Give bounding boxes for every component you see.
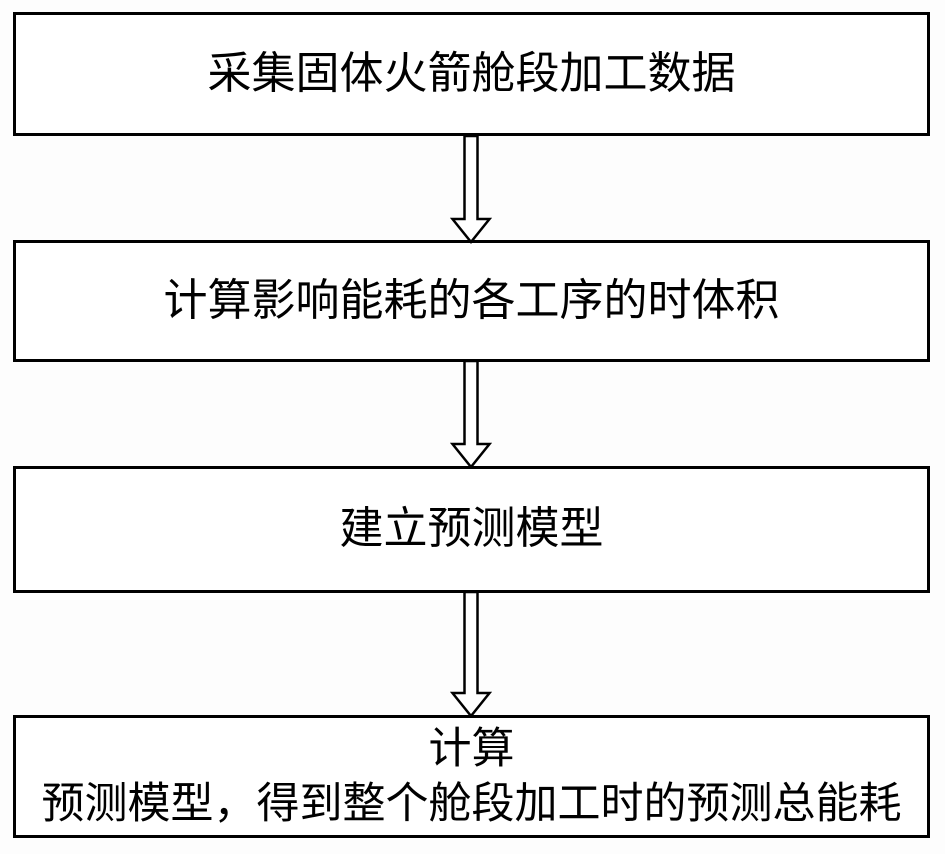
down-arrow-icon-2	[449, 359, 493, 469]
flow-step-calc-process-volume: 计算影响能耗的各工序的时体积	[13, 240, 930, 362]
down-arrow-icon-3	[449, 590, 493, 718]
flow-step-collect-data: 采集固体火箭舱段加工数据	[13, 12, 930, 136]
flow-step-predict-energy: 计算 预测模型，得到整个舱段加工时的预测总能耗	[13, 715, 930, 838]
flow-step-label: 采集固体火箭舱段加工数据	[207, 48, 736, 98]
flow-step-label: 建立预测模型	[339, 504, 604, 554]
flow-step-build-model: 建立预测模型	[13, 466, 930, 593]
flow-step-label-line2: 预测模型，得到整个舱段加工时的预测总能耗	[41, 780, 902, 828]
flow-step-label-line1: 计算	[428, 725, 515, 773]
flow-step-label: 计算影响能耗的各工序的时体积	[163, 275, 780, 325]
down-arrow-icon-1	[449, 134, 493, 244]
